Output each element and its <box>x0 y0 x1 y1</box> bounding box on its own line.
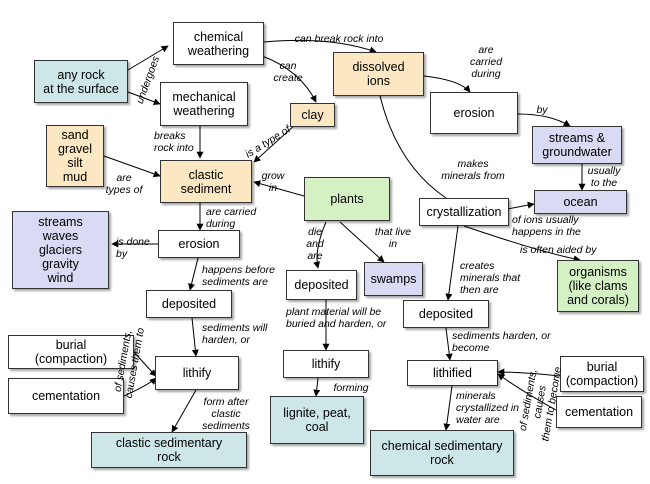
connector-chemical-ions <box>263 39 377 54</box>
connector-cementation-right-lithified <box>497 373 557 411</box>
node-streams-waves-glaciers: streams waves glaciers gravity wind <box>12 211 109 289</box>
node-crystallization: crystallization <box>419 198 509 226</box>
node-swamps: swamps <box>364 262 423 296</box>
node-mechanical-weathering: mechanical weathering <box>160 82 248 126</box>
node-deposited-plants: deposited <box>286 270 357 300</box>
label-are-carried-during-top: are carried during <box>469 44 503 80</box>
node-plants: plants <box>304 177 390 221</box>
label-minerals-crystallized: minerals crystallized in water are <box>456 390 520 426</box>
connector-erosion-deposited <box>188 257 199 291</box>
label-forming: forming <box>333 382 369 394</box>
label-is-often-aided-by: is often aided by <box>520 244 597 256</box>
node-deposited-right: deposited <box>403 300 489 328</box>
connector-lithify-lignite <box>313 377 321 397</box>
node-lithify-mid: lithify <box>283 350 369 378</box>
node-burial-left: burial (compaction) <box>8 335 134 369</box>
connector-sand-clastic <box>103 155 161 178</box>
connector-cementation-left-lithify <box>123 377 157 397</box>
connector-plants-clastic <box>253 180 305 197</box>
label-happens-before: happens before sediments are <box>202 264 275 288</box>
connector-anyrock-mechanical <box>127 91 161 106</box>
label-are-types-of: are types of <box>105 172 143 196</box>
node-chemical-weathering: chemical weathering <box>173 22 264 65</box>
node-any-rock: any rock at the surface <box>34 60 128 103</box>
label-creates-minerals: creates minerals that then are <box>460 260 521 296</box>
label-sediments-harden-become: sediments harden, or become <box>452 330 551 354</box>
connector-crystallization-organisms <box>463 225 581 263</box>
node-ocean: ocean <box>534 190 627 214</box>
connector-burial-right-lithified <box>497 368 561 377</box>
connector-plants-swamps <box>339 221 385 263</box>
connector-chemical-clay <box>261 55 317 103</box>
node-streams-groundwater: streams & groundwater <box>532 126 622 164</box>
connector-plants-deposited <box>313 221 327 269</box>
node-erosion-top: erosion <box>430 92 518 134</box>
connector-deposited-lithify-left <box>191 317 199 357</box>
label-by: by <box>536 104 548 116</box>
label-sediments-will-harden: sediments will harden, or <box>202 322 268 346</box>
connector-deposited-lithified-right <box>445 327 453 361</box>
node-lithified-right: lithified <box>407 360 498 386</box>
label-of-ions-usually: of ions usually happens in the <box>512 214 581 238</box>
label-usually-to-the: usually to the <box>587 165 621 189</box>
node-organisms: organisms (like clams and corals) <box>557 260 639 312</box>
node-sand-gravel-silt-mud: sand gravel silt mud <box>46 125 104 187</box>
node-lithify-left: lithify <box>155 356 239 390</box>
connector-lithify-clasticrock <box>171 389 197 433</box>
connector-ions-erosion <box>423 75 471 93</box>
label-plant-material: plant material will be buried and harden… <box>286 306 387 330</box>
label-are-carried-during-left: are carried during <box>206 206 257 230</box>
connector-lithified-chemicalrock <box>443 385 453 431</box>
node-clastic-sediment: clastic sediment <box>160 160 252 203</box>
label-die-and-are: die and are <box>306 226 324 262</box>
node-deposited-left: deposited <box>146 290 232 318</box>
node-clay: clay <box>290 103 335 127</box>
label-form-after-clastic: form after clastic sediments <box>202 396 250 432</box>
node-cementation-left: cementation <box>8 378 124 414</box>
node-clastic-sedimentary-rock: clastic sedimentary rock <box>91 432 247 468</box>
label-is-done-by: is done by <box>116 236 150 260</box>
connector-crystallization-deposited <box>445 225 459 301</box>
connector-burial-left-lithify <box>133 351 157 377</box>
label-grow-in: grow in <box>261 170 285 194</box>
node-dissolved-ions: dissolved ions <box>333 52 424 96</box>
connector-anyrock-chemical <box>127 45 169 71</box>
label-can-break-rock-into: can break rock into <box>294 33 384 45</box>
node-lignite-peat-coal: lignite, peat, coal <box>270 396 364 444</box>
node-burial-right: burial (compaction) <box>560 356 644 392</box>
connector-erosion-streams <box>517 113 571 127</box>
connector-clay-clastic <box>253 123 297 163</box>
connector-lines <box>103 39 586 433</box>
node-erosion-left: erosion <box>158 230 240 258</box>
label-can-create: can create <box>273 60 303 84</box>
label-that-live-in: that live in <box>374 226 412 250</box>
label-breaks-rock-into: breaks rock into <box>154 130 194 154</box>
label-makes-minerals-from: makes minerals from <box>441 158 505 182</box>
node-cementation-right: cementation <box>556 396 642 428</box>
node-chemical-sedimentary-rock: chemical sedimentary rock <box>370 430 514 476</box>
